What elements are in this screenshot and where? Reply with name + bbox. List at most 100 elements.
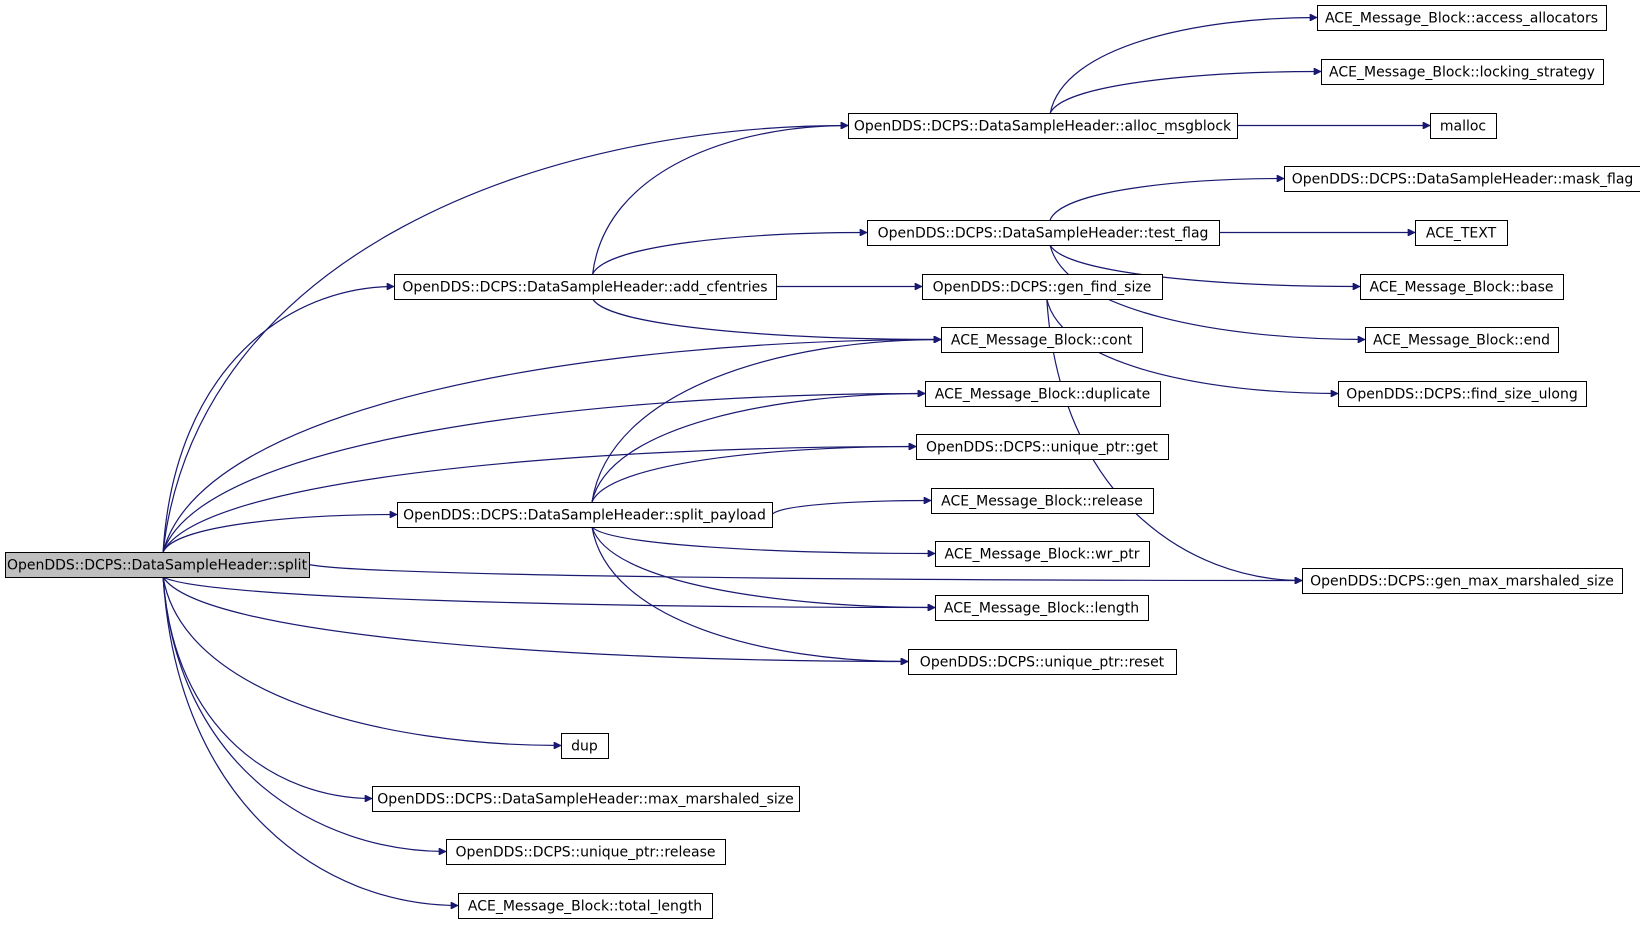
node-label: OpenDDS::DCPS::DataSampleHeader::test_fl… xyxy=(878,226,1209,242)
node-label: OpenDDS::DCPS::unique_ptr::release xyxy=(456,845,716,861)
edge-add_cfentries-to-cont xyxy=(592,298,941,340)
node-access-allocators[interactable]: ACE_Message_Block::access_allocators xyxy=(1317,5,1607,31)
edge-split-to-add_cfentries xyxy=(162,287,394,553)
node-label: OpenDDS::DCPS::DataSampleHeader::split_p… xyxy=(403,508,766,524)
edge-test_flag-to-mask_flag xyxy=(1049,179,1284,221)
node-box xyxy=(916,434,1169,460)
node-label: dup xyxy=(571,739,598,755)
edge-test_flag-to-end xyxy=(1049,244,1365,340)
edge-alloc_msgblock-to-locking_strategy xyxy=(1049,72,1321,114)
edge-split-to-total_length xyxy=(162,576,458,906)
edge-split_payload-to-length xyxy=(591,526,935,608)
edge-gen_find_size-to-find_size_ulong xyxy=(1046,298,1338,394)
node-box xyxy=(561,733,609,759)
edge-split_payload-to-up_get xyxy=(591,447,916,503)
node-box xyxy=(372,786,800,812)
node-box xyxy=(1430,113,1497,139)
edge-split-to-max_marshaled_size xyxy=(162,576,372,799)
node-label: ACE_TEXT xyxy=(1426,226,1497,242)
node-mb-release[interactable]: ACE_Message_Block::release xyxy=(931,488,1154,514)
node-box xyxy=(1338,381,1587,407)
edges-layer xyxy=(162,18,1430,906)
node-split-payload[interactable]: OpenDDS::DCPS::DataSampleHeader::split_p… xyxy=(397,502,773,528)
node-base[interactable]: ACE_Message_Block::base xyxy=(1360,274,1564,300)
node-add-cfentries[interactable]: OpenDDS::DCPS::DataSampleHeader::add_cfe… xyxy=(394,274,777,300)
node-label: OpenDDS::DCPS::find_size_ulong xyxy=(1346,387,1577,403)
node-label: OpenDDS::DCPS::DataSampleHeader::mask_fl… xyxy=(1292,172,1634,188)
node-max-marshaled-size[interactable]: OpenDDS::DCPS::DataSampleHeader::max_mar… xyxy=(372,786,800,812)
node-box xyxy=(1415,220,1508,246)
node-label: ACE_Message_Block::duplicate xyxy=(935,387,1150,403)
node-box xyxy=(848,113,1238,139)
node-ace-text[interactable]: ACE_TEXT xyxy=(1415,220,1508,246)
node-find-size-ulong[interactable]: OpenDDS::DCPS::find_size_ulong xyxy=(1338,381,1587,407)
node-alloc-msgblock[interactable]: OpenDDS::DCPS::DataSampleHeader::alloc_m… xyxy=(848,113,1238,139)
node-duplicate[interactable]: ACE_Message_Block::duplicate xyxy=(925,381,1161,407)
node-box xyxy=(5,552,310,578)
node-box xyxy=(1302,568,1623,594)
edge-split-to-dup xyxy=(162,576,561,746)
node-box xyxy=(931,488,1154,514)
node-gen-max-marshaled-size[interactable]: OpenDDS::DCPS::gen_max_marshaled_size xyxy=(1302,568,1623,594)
node-box xyxy=(397,502,773,528)
edge-split-to-up_get xyxy=(162,447,916,553)
node-box xyxy=(394,274,777,300)
node-label: OpenDDS::DCPS::DataSampleHeader::alloc_m… xyxy=(854,119,1232,135)
node-box xyxy=(1317,5,1607,31)
edge-alloc_msgblock-to-access_allocators xyxy=(1049,18,1317,114)
node-gen-find-size[interactable]: OpenDDS::DCPS::gen_find_size xyxy=(922,274,1163,300)
node-box xyxy=(1365,327,1559,353)
nodes-layer: OpenDDS::DCPS::DataSampleHeader::splitOp… xyxy=(5,5,1640,919)
edge-split-to-gen_max_marshaled_size xyxy=(308,563,1302,581)
node-label: ACE_Message_Block::total_length xyxy=(468,899,702,915)
node-mask-flag[interactable]: OpenDDS::DCPS::DataSampleHeader::mask_fl… xyxy=(1284,166,1640,192)
node-box xyxy=(935,595,1149,621)
node-box xyxy=(1284,166,1640,192)
edge-split-to-up_release xyxy=(162,576,446,852)
node-split[interactable]: OpenDDS::DCPS::DataSampleHeader::split xyxy=(5,552,310,578)
node-label: ACE_Message_Block::locking_strategy xyxy=(1329,65,1595,81)
edge-split-to-split_payload xyxy=(162,515,397,553)
node-box xyxy=(935,541,1150,567)
edge-split-to-cont xyxy=(162,340,941,553)
edge-split_payload-to-cont xyxy=(591,340,941,503)
edge-split-to-alloc_msgblock xyxy=(162,126,848,553)
edge-split_payload-to-up_reset xyxy=(591,526,908,662)
node-up-get[interactable]: OpenDDS::DCPS::unique_ptr::get xyxy=(916,434,1169,460)
node-total-length[interactable]: ACE_Message_Block::total_length xyxy=(458,893,713,919)
node-up-reset[interactable]: OpenDDS::DCPS::unique_ptr::reset xyxy=(908,649,1177,675)
edge-split_payload-to-mb_release xyxy=(771,501,931,515)
node-label: OpenDDS::DCPS::DataSampleHeader::max_mar… xyxy=(377,792,793,808)
node-label: OpenDDS::DCPS::DataSampleHeader::split xyxy=(7,558,308,574)
node-cont[interactable]: ACE_Message_Block::cont xyxy=(941,327,1143,353)
node-malloc[interactable]: malloc xyxy=(1430,113,1497,139)
node-test-flag[interactable]: OpenDDS::DCPS::DataSampleHeader::test_fl… xyxy=(867,220,1220,246)
node-label: ACE_Message_Block::wr_ptr xyxy=(945,547,1140,563)
node-box xyxy=(925,381,1161,407)
edge-add_cfentries-to-test_flag xyxy=(592,233,867,275)
node-label: OpenDDS::DCPS::DataSampleHeader::add_cfe… xyxy=(402,280,767,296)
node-label: ACE_Message_Block::cont xyxy=(951,333,1133,349)
node-locking-strategy[interactable]: ACE_Message_Block::locking_strategy xyxy=(1321,59,1604,85)
edge-split-to-up_reset xyxy=(162,576,908,662)
node-dup[interactable]: dup xyxy=(561,733,609,759)
edge-split_payload-to-duplicate xyxy=(591,394,925,503)
node-label: OpenDDS::DCPS::unique_ptr::reset xyxy=(920,655,1165,671)
edge-split-to-length xyxy=(162,576,935,608)
node-box xyxy=(458,893,713,919)
node-end[interactable]: ACE_Message_Block::end xyxy=(1365,327,1559,353)
node-wr-ptr[interactable]: ACE_Message_Block::wr_ptr xyxy=(935,541,1150,567)
node-label: OpenDDS::DCPS::gen_find_size xyxy=(933,280,1152,296)
node-label: OpenDDS::DCPS::gen_max_marshaled_size xyxy=(1310,574,1614,590)
node-up-release[interactable]: OpenDDS::DCPS::unique_ptr::release xyxy=(446,839,726,865)
node-box xyxy=(1360,274,1564,300)
node-length[interactable]: ACE_Message_Block::length xyxy=(935,595,1149,621)
node-box xyxy=(446,839,726,865)
node-box xyxy=(1321,59,1604,85)
node-box xyxy=(908,649,1177,675)
node-label: ACE_Message_Block::release xyxy=(941,494,1143,510)
node-label: ACE_Message_Block::end xyxy=(1373,333,1550,349)
node-label: ACE_Message_Block::base xyxy=(1370,280,1554,296)
edge-split-to-duplicate xyxy=(162,394,925,553)
